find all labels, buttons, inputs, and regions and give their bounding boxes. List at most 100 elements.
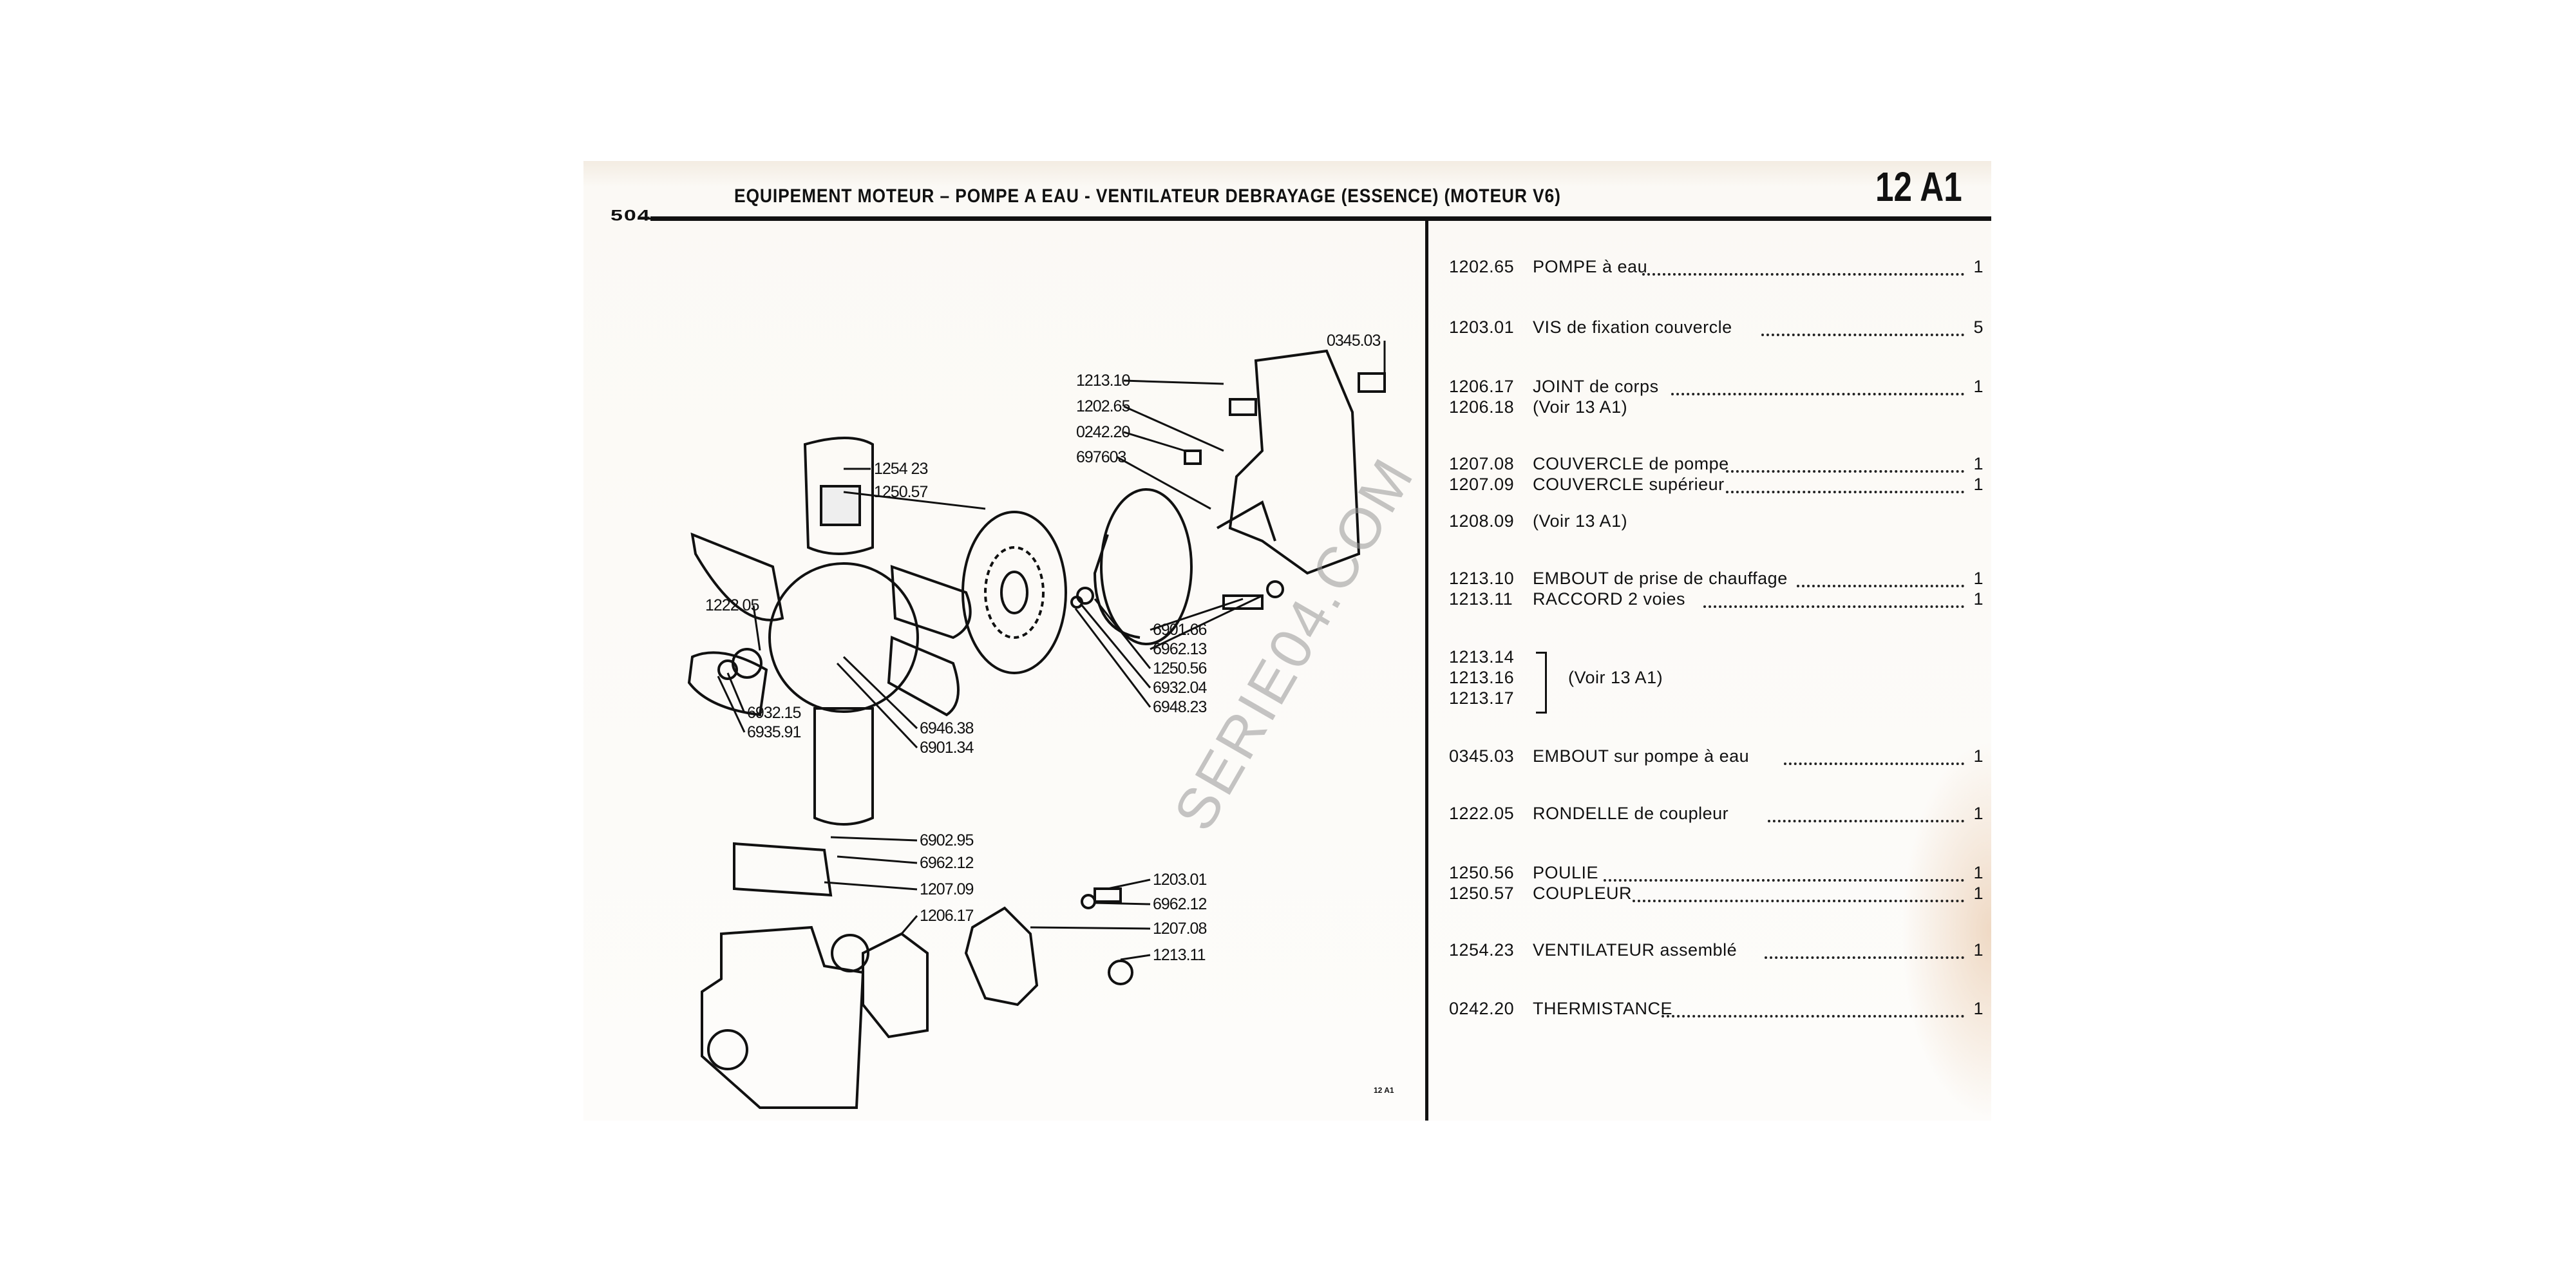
leader-dots	[1703, 590, 1964, 608]
pulley-illustration	[1070, 488, 1193, 645]
callout-label: 6932.15	[747, 704, 801, 722]
part-desc: COUPLEUR	[1533, 884, 1633, 903]
part-desc: EMBOUT de prise de chauffage	[1533, 569, 1788, 588]
callout-label: 6932.04	[1153, 679, 1207, 697]
part-qty: 1	[1973, 377, 1984, 396]
part-ref: 1250.56	[1449, 863, 1515, 882]
callout-label: 1213.11	[1153, 946, 1206, 964]
part-qty: 1	[1973, 884, 1984, 903]
part-desc: POULIE	[1533, 863, 1599, 882]
pump-illustration	[1184, 349, 1386, 610]
leader-dots	[1761, 318, 1964, 336]
page-title: EQUIPEMENT MOTEUR – POMPE A EAU - VENTIL…	[734, 185, 1561, 207]
parts-row: 1206.18 (Voir 13 A1)	[1449, 398, 1984, 416]
callout-label: 1213.10	[1076, 372, 1130, 390]
callout-label: 6901.66	[1153, 621, 1207, 639]
sheet-number: 12 A1	[1875, 164, 1962, 210]
part-ref: 1206.18	[1449, 397, 1515, 417]
callout-label: 0242.20	[1076, 423, 1130, 441]
part-desc: COUVERCLE supérieur	[1533, 475, 1725, 494]
part-ref: 1207.09	[1449, 475, 1515, 494]
part-desc: EMBOUT sur pompe à eau	[1533, 746, 1750, 766]
part-ref: 1213.17	[1449, 688, 1515, 708]
callout-label: 6962.13	[1153, 640, 1207, 658]
part-qty: 1	[1973, 589, 1984, 609]
callout-label: 6901.34	[920, 739, 974, 757]
part-desc: VENTILATEUR assemblé	[1533, 940, 1738, 960]
callout-label: 1203.01	[1153, 871, 1207, 889]
leader-dots	[1726, 455, 1964, 473]
callout-label: 1250.56	[1153, 659, 1207, 677]
coupler-illustration	[961, 511, 1067, 674]
header-rule	[650, 216, 1991, 221]
part-qty: 1	[1973, 940, 1984, 960]
part-desc: (Voir 13 A1)	[1533, 511, 1628, 531]
leader-dots	[1662, 999, 1964, 1018]
callout-label: 1250.57	[874, 483, 928, 501]
callout-label: 6962.12	[920, 854, 974, 872]
part-qty: 1	[1973, 999, 1984, 1018]
diagram-footer-ref: 12 A1	[1374, 1086, 1394, 1095]
parts-row: 1250.57 COUPLEUR 1	[1449, 884, 1984, 902]
leader-lines	[717, 341, 1386, 961]
callout-label: 6935.91	[747, 723, 801, 741]
parts-row: 1208.09(Voir 13 A1)	[1449, 512, 1984, 530]
leader-dots	[1784, 747, 1964, 765]
leader-dots	[1797, 569, 1964, 587]
part-desc: JOINT de corps	[1533, 377, 1659, 396]
part-ref: 1213.14	[1449, 647, 1515, 667]
part-desc: RONDELLE de coupleur	[1533, 804, 1729, 823]
paper-stain	[1901, 741, 1991, 1121]
part-desc: (Voir 13 A1)	[1533, 397, 1628, 417]
part-ref: 1222.05	[1449, 804, 1515, 823]
leader-dots	[1671, 377, 1964, 395]
part-qty: 1	[1973, 257, 1984, 276]
callout-label: 1202.65	[1076, 397, 1130, 415]
part-ref: 0242.20	[1449, 999, 1515, 1018]
part-ref: 1207.08	[1449, 454, 1515, 473]
parts-row: 1213.14	[1449, 648, 1984, 666]
part-qty: 1	[1973, 863, 1984, 882]
leader-dots	[1765, 941, 1964, 959]
parts-row: 1213.11 RACCORD 2 voies 1	[1449, 590, 1984, 608]
parts-row: 0242.20 THERMISTANCE 1	[1449, 999, 1984, 1018]
part-ref: 0345.03	[1449, 746, 1515, 766]
leader-dots	[1726, 475, 1964, 493]
part-ref: 1206.17	[1449, 377, 1515, 396]
part-desc: COUVERCLE de pompe	[1533, 454, 1729, 473]
model-number: 504	[611, 207, 651, 224]
part-qty: 5	[1973, 317, 1984, 337]
fan-illustration	[687, 437, 972, 826]
parts-row: 1206.17 JOINT de corps 1	[1449, 377, 1984, 395]
leader-dots	[1642, 258, 1964, 276]
callout-label: 697603	[1076, 448, 1126, 466]
leader-dots	[1768, 804, 1964, 822]
part-ref: 1213.11	[1449, 589, 1513, 609]
leader-dots	[1604, 864, 1964, 882]
part-ref: 1250.57	[1449, 884, 1515, 903]
part-desc: THERMISTANCE	[1533, 999, 1673, 1018]
part-desc: RACCORD 2 voies	[1533, 589, 1686, 609]
parts-row: 1213.17	[1449, 689, 1984, 707]
catalog-page	[583, 161, 1991, 1121]
parts-row: 1213.16 (Voir 13 A1)	[1449, 668, 1984, 687]
part-ref: 1213.10	[1449, 569, 1515, 588]
part-ref: 1213.16	[1449, 668, 1515, 687]
part-qty: 1	[1973, 454, 1984, 473]
parts-row: 1207.08 COUVERCLE de pompe 1	[1449, 455, 1984, 473]
callout-label: 6948.23	[1153, 698, 1207, 716]
callout-label: 1254 23	[874, 460, 928, 478]
group-note: (Voir 13 A1)	[1568, 668, 1663, 687]
group-bracket	[1536, 652, 1547, 714]
header-rule-lead	[638, 218, 652, 220]
callout-label: 1206.17	[920, 907, 974, 925]
part-ref: 1203.01	[1449, 317, 1515, 337]
